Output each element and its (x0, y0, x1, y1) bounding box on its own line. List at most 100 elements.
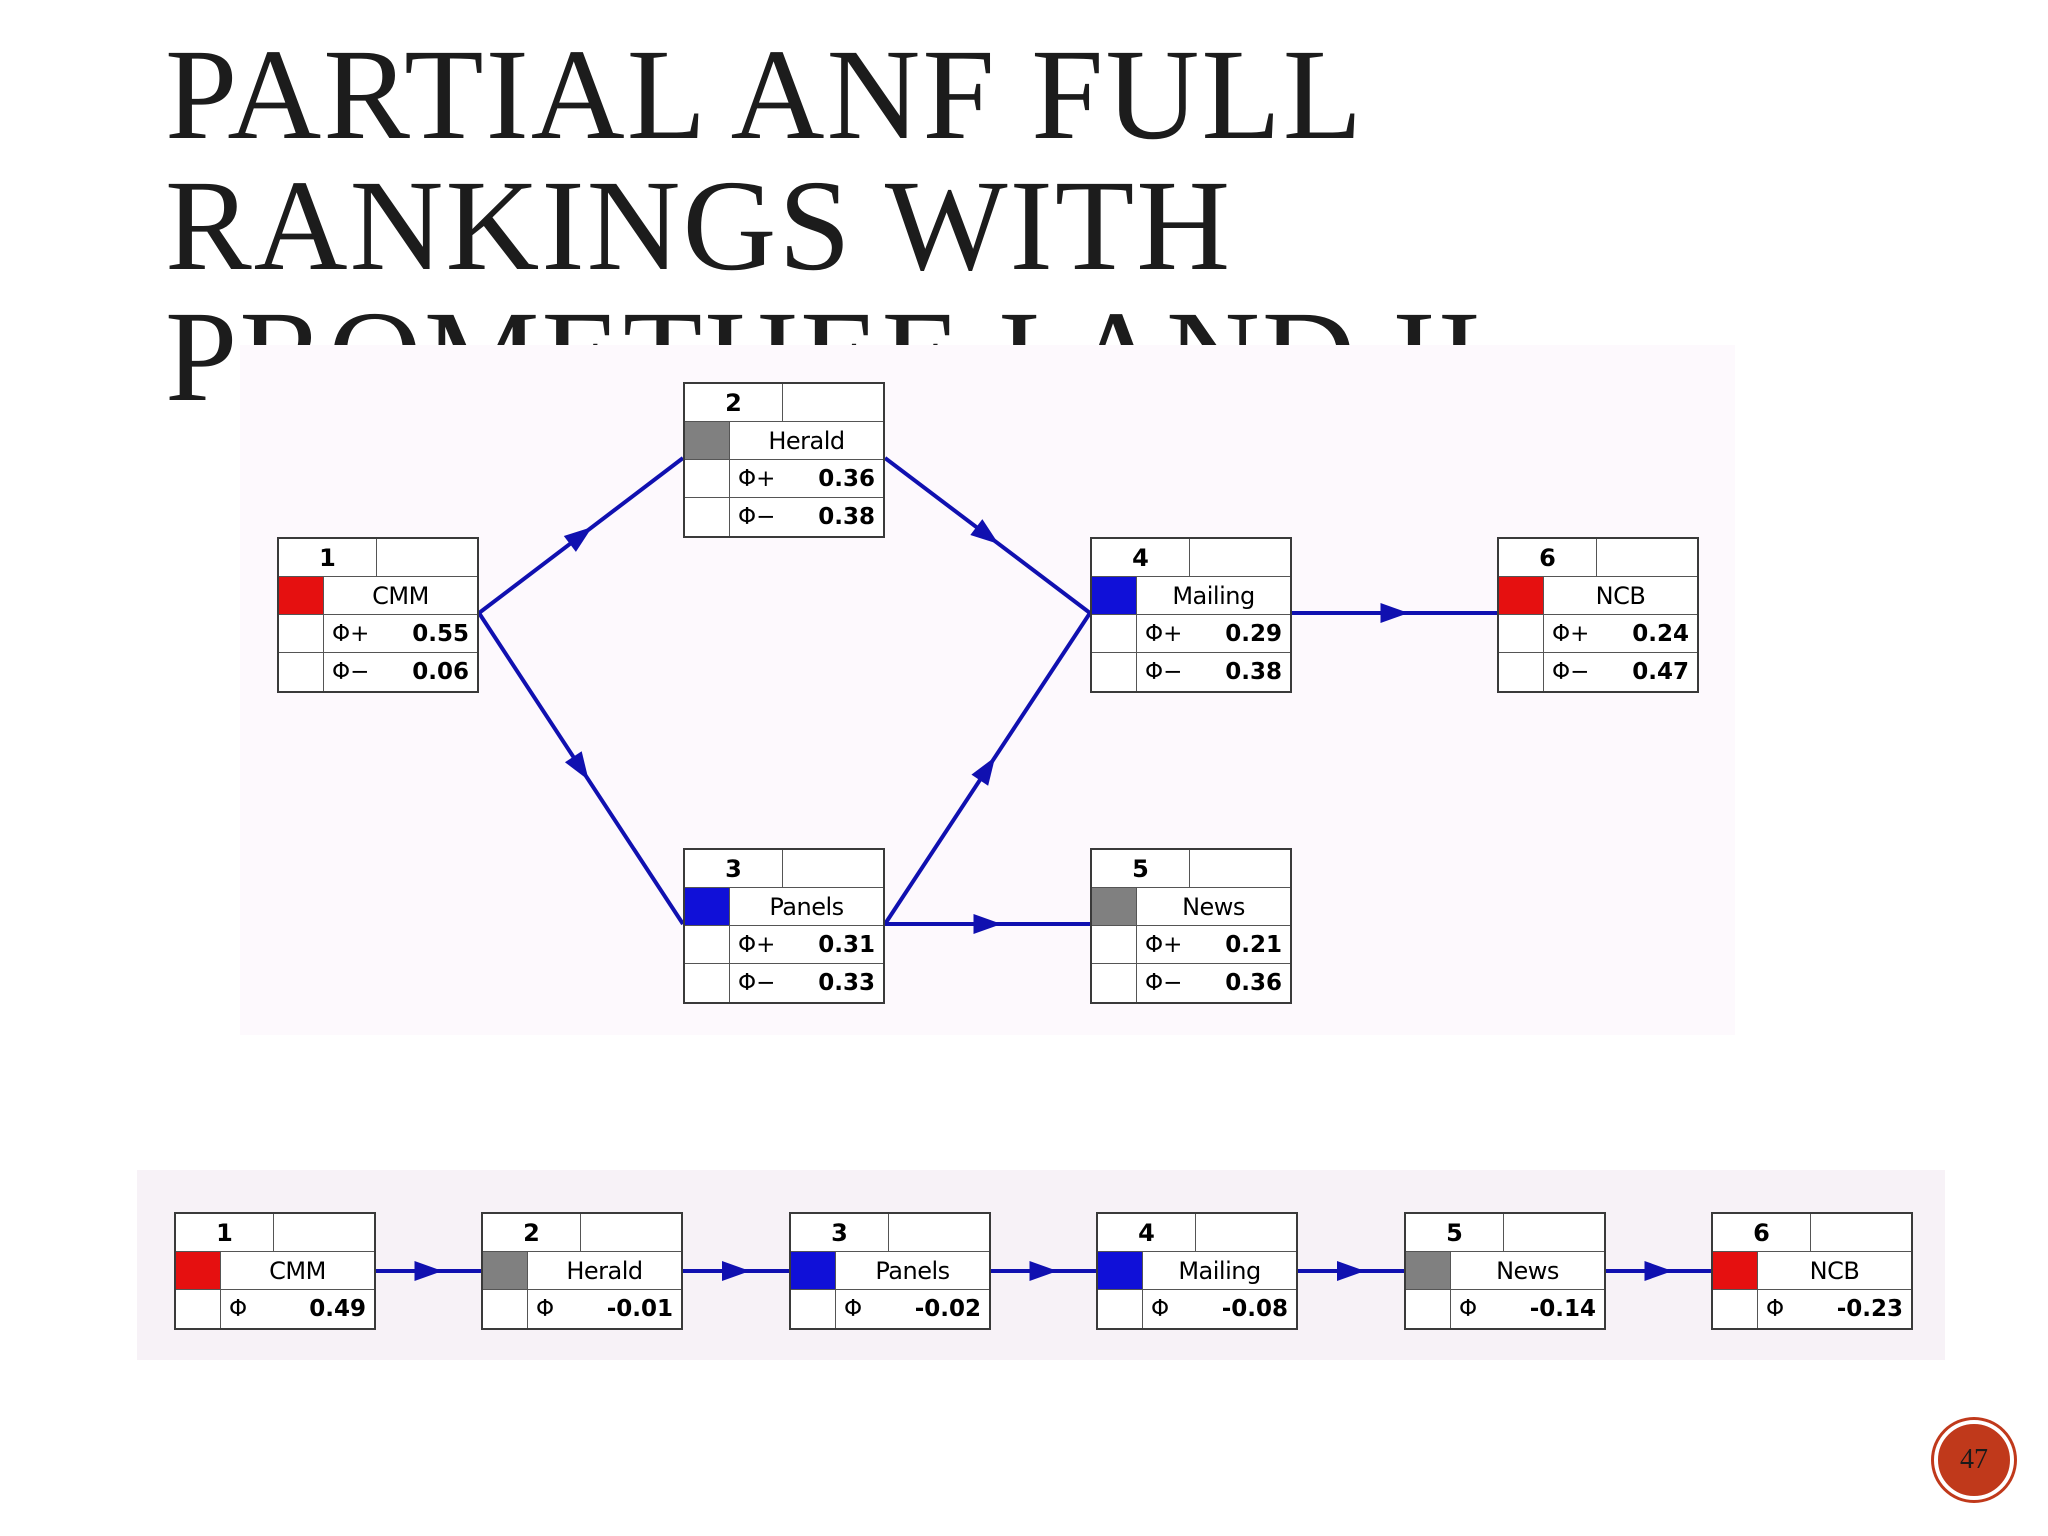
node-header: 2 (685, 384, 883, 422)
flow-label: Φ− (738, 970, 776, 996)
node-flow-cell: Φ+0.31 (730, 926, 883, 963)
title-line-1: PARTIAL ANF FULL (165, 30, 1365, 167)
node-rank: 5 (1406, 1214, 1504, 1251)
node-header: 6 (1713, 1214, 1911, 1252)
node-color-cell (1092, 888, 1137, 925)
node-header-blank (1196, 1214, 1296, 1251)
node-color-swatch (483, 1252, 527, 1289)
node-header-blank (1190, 850, 1290, 887)
flow-label: Φ (844, 1296, 863, 1322)
flow-label: Φ− (1145, 659, 1183, 685)
flow-value: 0.38 (1225, 659, 1282, 685)
node-rank: 5 (1092, 850, 1190, 887)
node-color-swatch (176, 1252, 220, 1289)
node-flow-cell: Φ+0.55 (324, 615, 477, 652)
flow-label: Φ (536, 1296, 555, 1322)
node-flow-blank (1098, 1290, 1143, 1328)
node-color-swatch (1098, 1252, 1142, 1289)
node-name: CMM (372, 581, 429, 610)
node-header-blank (1190, 539, 1290, 576)
node-flow-row: Φ+0.55 (279, 615, 477, 653)
node-name-row: Mailing (1092, 577, 1290, 615)
node-rank: 6 (1713, 1214, 1811, 1251)
partial-edge-3-5 (885, 914, 1090, 934)
node-flow-blank (685, 498, 730, 536)
node-header-blank (274, 1214, 374, 1251)
node-flow-row: Φ−0.38 (685, 498, 883, 536)
node-header: 6 (1499, 539, 1697, 577)
node-flow-row: Φ−0.36 (1092, 964, 1290, 1002)
flow-label: Φ (229, 1296, 248, 1322)
node-flow-cell: Φ−0.36 (1137, 964, 1290, 1002)
node-header-blank (1811, 1214, 1911, 1251)
node-header: 5 (1092, 850, 1290, 888)
node-color-cell (1098, 1252, 1143, 1289)
node-flow-row: Φ+ 0.29 (1092, 615, 1290, 653)
node-name-row: Panels (685, 888, 883, 926)
node-rank: 1 (279, 539, 377, 576)
node-rank: 2 (483, 1214, 581, 1251)
node-header: 2 (483, 1214, 681, 1252)
node-color-swatch (1092, 888, 1136, 925)
node-flow-row: Φ− 0.38 (1092, 653, 1290, 691)
node-color-swatch (685, 888, 729, 925)
node-color-cell (1092, 577, 1137, 614)
node-flow-row: Φ− 0.33 (685, 964, 883, 1002)
flow-label: Φ+ (332, 620, 370, 647)
node-name-row: Panels (791, 1252, 989, 1290)
node-flow-cell: Φ−0.47 (1544, 653, 1697, 691)
node-name-row: NCB (1499, 577, 1697, 615)
flow-value: -0.23 (1836, 1296, 1903, 1322)
node-rank: 2 (685, 384, 783, 421)
node-color-swatch (791, 1252, 835, 1289)
node-name-row: News (1092, 888, 1290, 926)
node-flow-blank (1092, 653, 1137, 691)
flow-value: -0.14 (1529, 1296, 1596, 1322)
full-edge-2-3 (683, 1261, 789, 1281)
node-color-swatch (685, 422, 729, 459)
node-color-cell (791, 1252, 836, 1289)
node-flow-cell: Φ-0.02 (836, 1290, 989, 1328)
node-name: CMM (269, 1256, 326, 1285)
node-color-cell (176, 1252, 221, 1289)
node-flow-cell: Φ−0.38 (730, 498, 883, 536)
node-flow-row: Φ-0.23 (1713, 1290, 1911, 1328)
node-name-row: CMM (176, 1252, 374, 1290)
node-color-cell (685, 888, 730, 925)
node-flow-blank (1499, 615, 1544, 652)
node-header-blank (1504, 1214, 1604, 1251)
node-flow-blank (685, 926, 730, 963)
node-flow-cell: Φ+ 0.29 (1137, 615, 1290, 652)
node-color-swatch (1092, 577, 1136, 614)
flow-value: 0.29 (1225, 620, 1282, 647)
full-edge-1-2 (376, 1261, 481, 1281)
full-edge-3-4 (991, 1261, 1096, 1281)
flow-label: Φ+ (1145, 620, 1183, 647)
node-flow-blank (1406, 1290, 1451, 1328)
node-flow-blank (176, 1290, 221, 1328)
partial-edge-2-4 (883, 456, 1092, 615)
node-flow-blank (279, 653, 324, 691)
node-name: Mailing (1178, 1256, 1261, 1285)
flow-value: 0.47 (1632, 659, 1689, 685)
node-color-swatch (279, 577, 323, 614)
node-header: 1 (176, 1214, 374, 1252)
node-rank: 4 (1098, 1214, 1196, 1251)
node-flow-blank (279, 615, 324, 652)
node-name-row: Herald (483, 1252, 681, 1290)
node-name: Herald (566, 1256, 643, 1285)
node-flow-cell: Φ−0.06 (324, 653, 477, 691)
flow-value: 0.33 (818, 970, 875, 996)
node-color-swatch (1406, 1252, 1450, 1289)
flow-value: 0.21 (1225, 931, 1282, 958)
node-flow-blank (791, 1290, 836, 1328)
node-name: News (1496, 1256, 1559, 1285)
partial-edge-4-6 (1292, 603, 1497, 623)
flow-label: Φ+ (1145, 931, 1183, 958)
node-flow-blank (483, 1290, 528, 1328)
node-flow-row: Φ−0.47 (1499, 653, 1697, 691)
